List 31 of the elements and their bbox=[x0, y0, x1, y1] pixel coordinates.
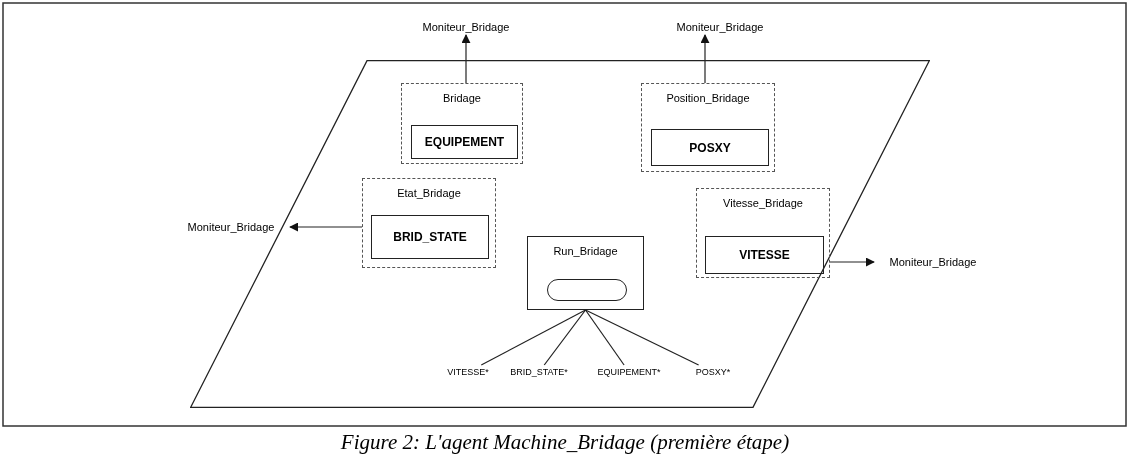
arrow bbox=[289, 222, 363, 232]
group-title: Etat_Bridage bbox=[396, 187, 462, 199]
group-title: Bridage bbox=[442, 92, 482, 104]
dashed-group-box bbox=[362, 178, 496, 268]
output-label: Moniteur_Bridage bbox=[660, 19, 780, 35]
group-title: Vitesse_Bridage bbox=[722, 197, 804, 209]
dashed-group-box bbox=[696, 188, 830, 278]
state-box: BRID_STATE bbox=[371, 215, 489, 259]
connector-line bbox=[480, 309, 587, 366]
state-box: POSXY bbox=[651, 129, 769, 166]
dashed-group-box bbox=[641, 83, 775, 172]
output-label: Moniteur_Bridage bbox=[172, 219, 290, 235]
output-label: Moniteur_Bridage bbox=[874, 254, 992, 270]
connector-line bbox=[543, 309, 587, 366]
arrow bbox=[829, 257, 875, 267]
variable-label: POSXY* bbox=[690, 365, 736, 379]
connector-line bbox=[584, 309, 700, 366]
group-title: Position_Bridage bbox=[665, 92, 751, 104]
output-label: Moniteur_Bridage bbox=[406, 19, 526, 35]
arrow bbox=[461, 34, 471, 84]
variable-label: VITESSE* bbox=[438, 365, 498, 379]
process-box bbox=[527, 236, 644, 310]
variable-label: EQUIPEMENT* bbox=[596, 365, 662, 379]
figure-caption: Figure 2: L'agent Machine_Bridage (première étape) bbox=[339, 430, 791, 455]
variable-label: BRID_STATE* bbox=[508, 365, 570, 379]
state-box: VITESSE bbox=[705, 236, 824, 274]
state-box: EQUIPEMENT bbox=[411, 125, 518, 159]
arrow bbox=[700, 34, 710, 84]
group-title: Run_Bridage bbox=[552, 245, 619, 257]
connector-line bbox=[584, 309, 625, 366]
dashed-group-box bbox=[401, 83, 523, 164]
